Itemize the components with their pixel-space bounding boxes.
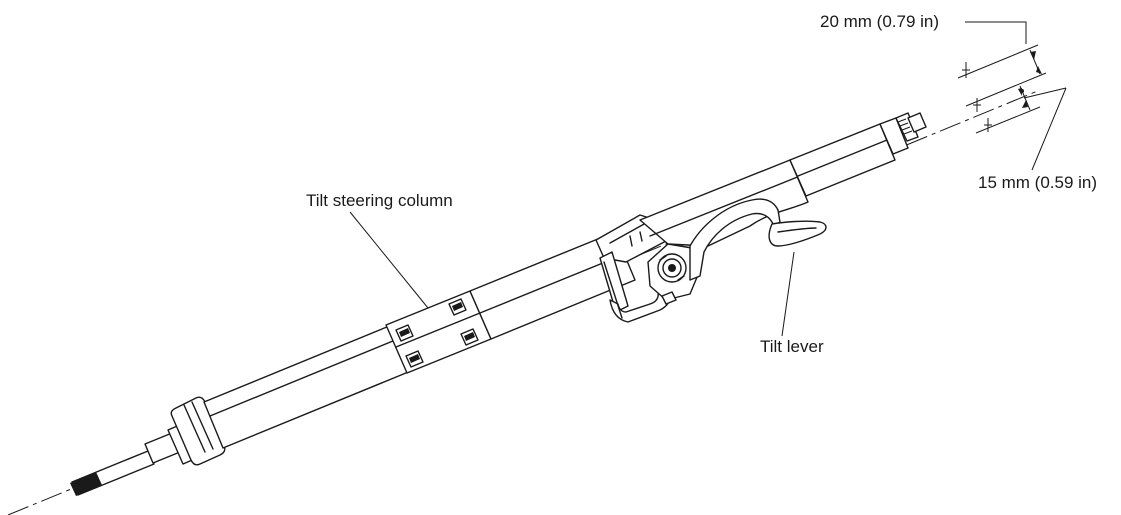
lever-label: Tilt lever — [760, 337, 824, 356]
upper-dimension-label: 20 mm (0.79 in) — [820, 12, 940, 31]
lower-tube — [203, 319, 424, 449]
tilt-lever — [689, 198, 827, 281]
upper-dim-leader — [965, 21, 1027, 44]
lower-shaft — [70, 432, 181, 496]
upper-end — [789, 112, 927, 197]
column-label: Tilt steering column — [306, 191, 453, 210]
bottom-flange — [167, 396, 226, 466]
column-leader — [349, 211, 429, 309]
upper-tube — [469, 231, 636, 340]
tilt-pivot — [647, 243, 701, 305]
leader-lines — [349, 21, 1067, 337]
dimension-lines — [957, 44, 1047, 134]
middle-band — [385, 290, 492, 374]
lower-dimension-label: 15 mm (0.59 in) — [978, 173, 1098, 192]
lower-dim-leader — [1023, 87, 1067, 171]
lever-leader — [781, 251, 795, 337]
